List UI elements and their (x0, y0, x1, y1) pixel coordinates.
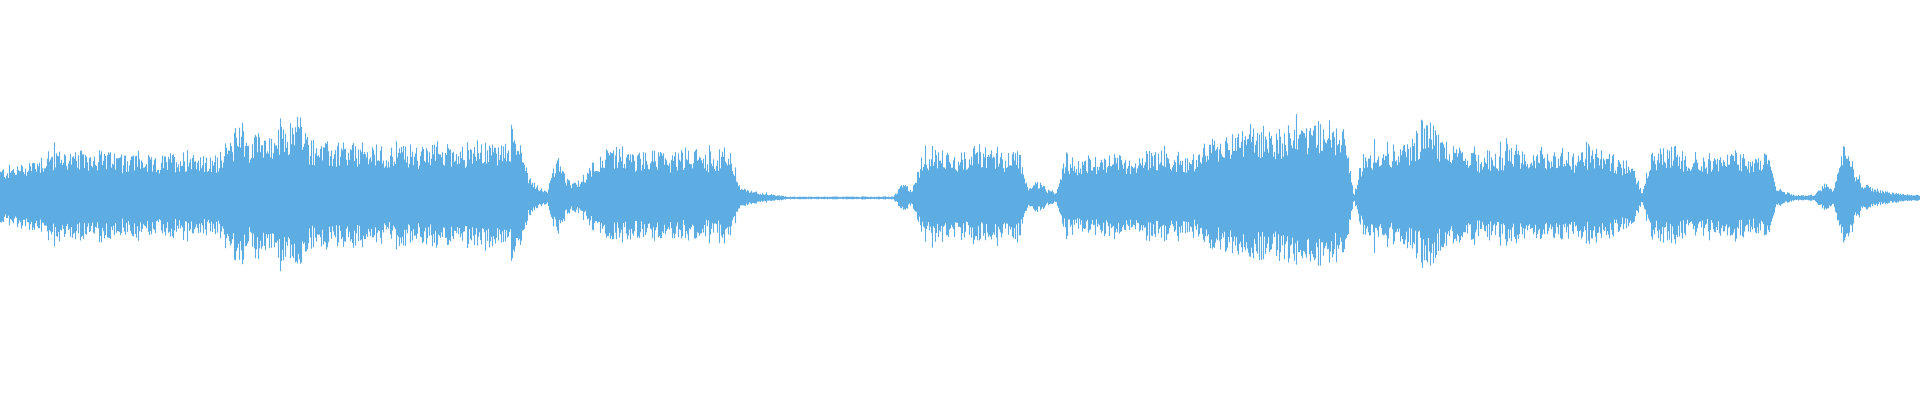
waveform-amplitude-bars (0, 114, 1920, 272)
